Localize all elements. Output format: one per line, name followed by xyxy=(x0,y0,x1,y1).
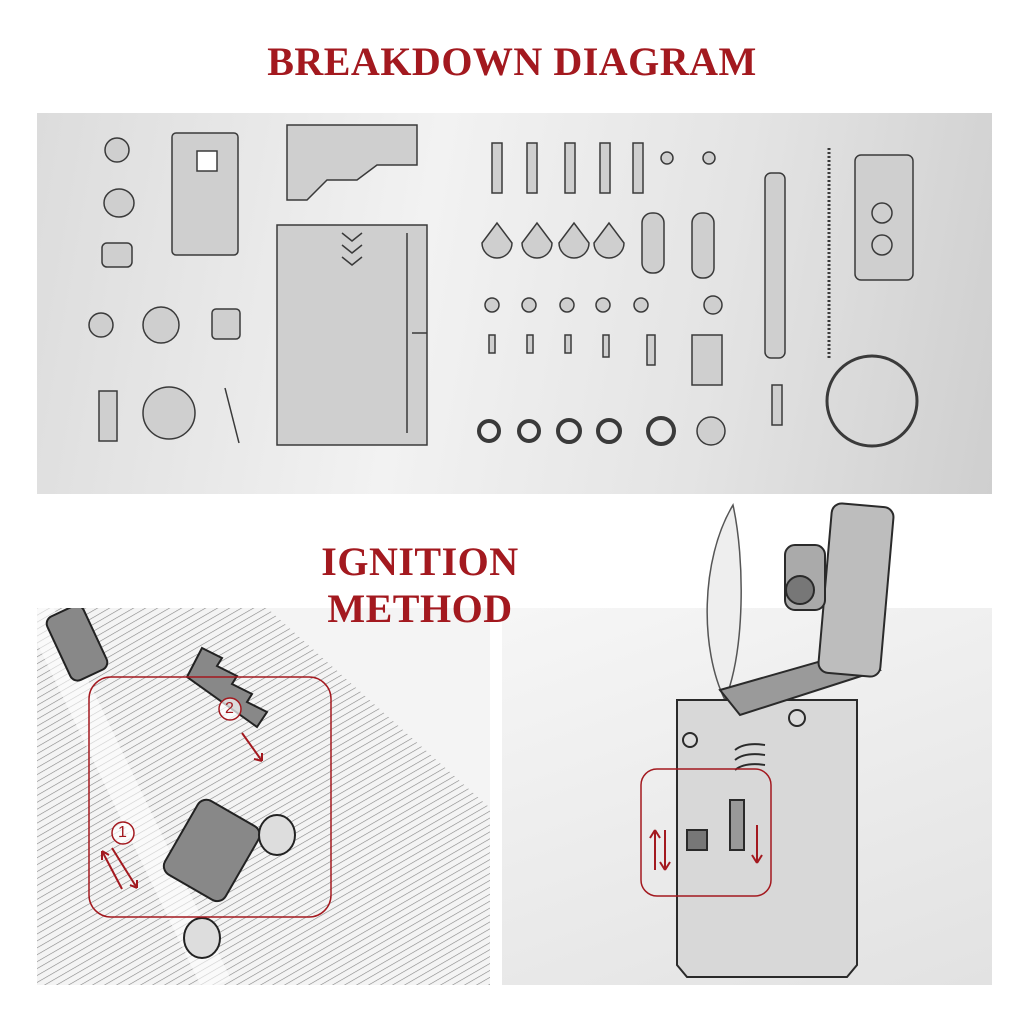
exploded-parts-illustration xyxy=(88,124,919,448)
step-2-marker xyxy=(218,697,263,762)
breakdown-diagram-panel xyxy=(37,113,992,494)
breakdown-diagram-title: BREAKDOWN DIAGRAM xyxy=(267,39,757,84)
ignition-closeup-panel: 2 1 xyxy=(37,608,490,985)
thumbwheel-closeup-illustration xyxy=(37,608,490,985)
lighter-open-panel xyxy=(502,608,992,985)
step-1-marker xyxy=(101,821,138,890)
thumbwheel-highlight-box xyxy=(88,676,332,918)
ignition-method-title: IGNITION METHOD xyxy=(321,539,519,631)
step-2-label: 2 xyxy=(225,700,234,717)
step-1-label: 1 xyxy=(118,824,127,841)
